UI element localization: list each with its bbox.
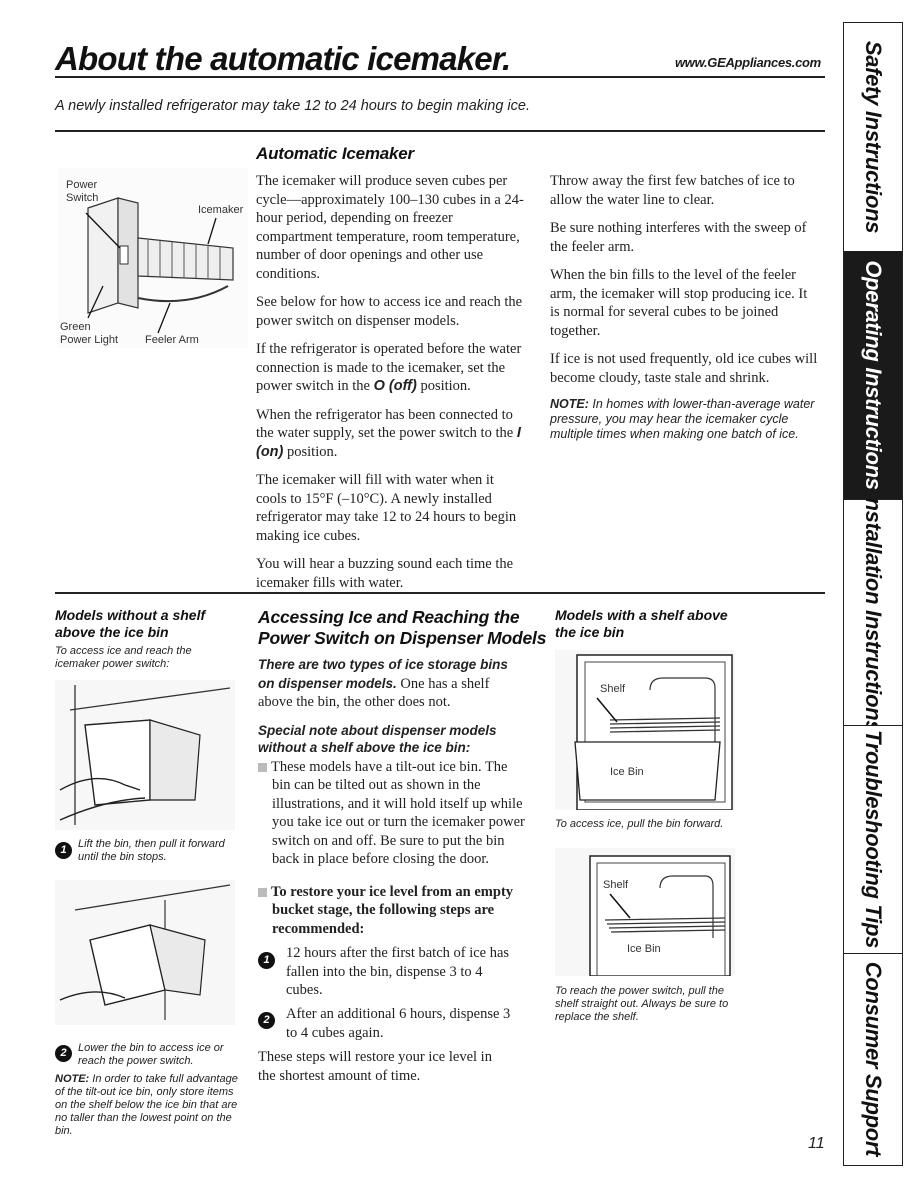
diagram-label-green: Green: [60, 321, 91, 333]
tab-installation-instructions[interactable]: Installation Instructions: [844, 499, 902, 726]
tab-safety-instructions[interactable]: Safety Instructions: [844, 23, 902, 252]
tilt-bin-illustration-1: [55, 680, 235, 830]
automatic-icemaker-heading: Automatic Icemaker: [256, 144, 414, 163]
shelf-label-2: Shelf: [603, 879, 629, 891]
restore-step-2: After an additional 6 hours, dispense 3 …: [286, 1006, 511, 1041]
icemaker-diagram: Power Switch Icemaker Green Power Light …: [58, 168, 248, 348]
automatic-p3: If the refrigerator is operated before t…: [256, 341, 522, 394]
diagram-label-icemaker: Icemaker: [198, 204, 244, 216]
diagram-label-feeler-arm: Feeler Arm: [145, 334, 199, 346]
shelf-bin-illustration-2: Shelf Ice Bin: [555, 848, 735, 976]
restore-step-2-badge: 2: [258, 1012, 275, 1029]
accessing-body: There are two types of ice storage bins …: [258, 656, 526, 948]
without-shelf-subcaption: To access ice and reach the icemaker pow…: [55, 645, 192, 670]
intro-rule: [55, 130, 825, 132]
without-shelf-step2: Lower the bin to access ice or reach the…: [78, 1042, 224, 1067]
restore-step-1: 12 hours after the first batch of ice ha…: [286, 945, 510, 998]
automatic-p1: The icemaker will produce seven cubes pe…: [256, 173, 524, 282]
with-shelf-caption-1: To access ice, pull the bin forward.: [555, 818, 724, 830]
special-note-text: These models have a tilt-out ice bin. Th…: [258, 758, 526, 869]
automatic-p6: You will hear a buzzing sound each time …: [256, 556, 514, 591]
automatic-col1: The icemaker will produce seven cubes pe…: [256, 172, 528, 602]
bullet-icon: [258, 762, 267, 772]
tab-troubleshooting-tips[interactable]: Troubleshooting Tips: [844, 725, 902, 954]
tilt-bin-illustration-2: [55, 880, 235, 1025]
tab-operating-instructions[interactable]: Operating Instructions: [844, 251, 902, 500]
ice-bin-label-1: Ice Bin: [610, 766, 644, 778]
without-shelf-note: NOTE: In order to take full advantage of…: [55, 1073, 238, 1137]
with-shelf-caption-2: To reach the power switch, pull the shel…: [555, 985, 729, 1023]
without-shelf-step1: Lift the bin, then pull it forward until…: [78, 838, 225, 863]
automatic-col2-p1: Throw away the first few batches of ice …: [550, 173, 795, 208]
bin-types-text: There are two types of ice storage bins …: [258, 657, 508, 710]
page-number: 11: [808, 1135, 825, 1152]
automatic-col2: Throw away the first few batches of ice …: [550, 172, 820, 442]
intro-text: A newly installed refrigerator may take …: [55, 98, 530, 114]
restore-closing: These steps will restore your ice level …: [258, 1049, 492, 1084]
automatic-p2: See below for how to access ice and reac…: [256, 294, 523, 329]
website-link[interactable]: www.GEAppliances.com: [675, 55, 821, 70]
diagram-label-power-light: Power Light: [60, 334, 118, 346]
diagram-label-switch: Switch: [66, 192, 98, 204]
diagram-label-power: Power: [66, 179, 98, 191]
automatic-p4: When the refrigerator has been connected…: [256, 406, 521, 460]
automatic-col2-p3: When the bin fills to the level of the f…: [550, 267, 808, 339]
section-tabs: Safety Instructions Operating Instructio…: [843, 22, 903, 1166]
automatic-col2-p4: If ice is not used frequently, old ice c…: [550, 351, 818, 386]
restore-heading: To restore your ice level from an empty …: [258, 883, 526, 939]
without-shelf-heading: Models without a shelf above the ice bin: [55, 607, 206, 640]
restore-step-1-badge: 1: [258, 952, 275, 969]
automatic-col2-p2: Be sure nothing interferes with the swee…: [550, 220, 807, 255]
shelf-label-1: Shelf: [600, 683, 626, 695]
tab-consumer-support[interactable]: Consumer Support: [861, 961, 886, 1157]
automatic-p5: The icemaker will fill with water when i…: [256, 472, 517, 544]
page-title: About the automatic icemaker.: [55, 40, 511, 77]
shelf-bin-illustration-1: Shelf Ice Bin: [555, 650, 735, 810]
special-note-heading: Special note about dispenser models with…: [258, 722, 497, 755]
bullet-icon: [258, 887, 267, 897]
header-rule: [55, 76, 825, 78]
step-2-badge: 2: [55, 1045, 72, 1062]
off-position-label: O (off): [373, 378, 417, 394]
accessing-ice-heading: Accessing Ice and Reaching the Power Swi…: [258, 607, 547, 648]
section-rule: [55, 592, 825, 594]
automatic-note: NOTE: In homes with lower-than-average w…: [550, 397, 815, 441]
with-shelf-heading: Models with a shelf above the ice bin: [555, 607, 728, 640]
step-1-badge: 1: [55, 842, 72, 859]
on-position-label: I (on): [256, 425, 521, 460]
ice-bin-label-2: Ice Bin: [627, 943, 661, 955]
